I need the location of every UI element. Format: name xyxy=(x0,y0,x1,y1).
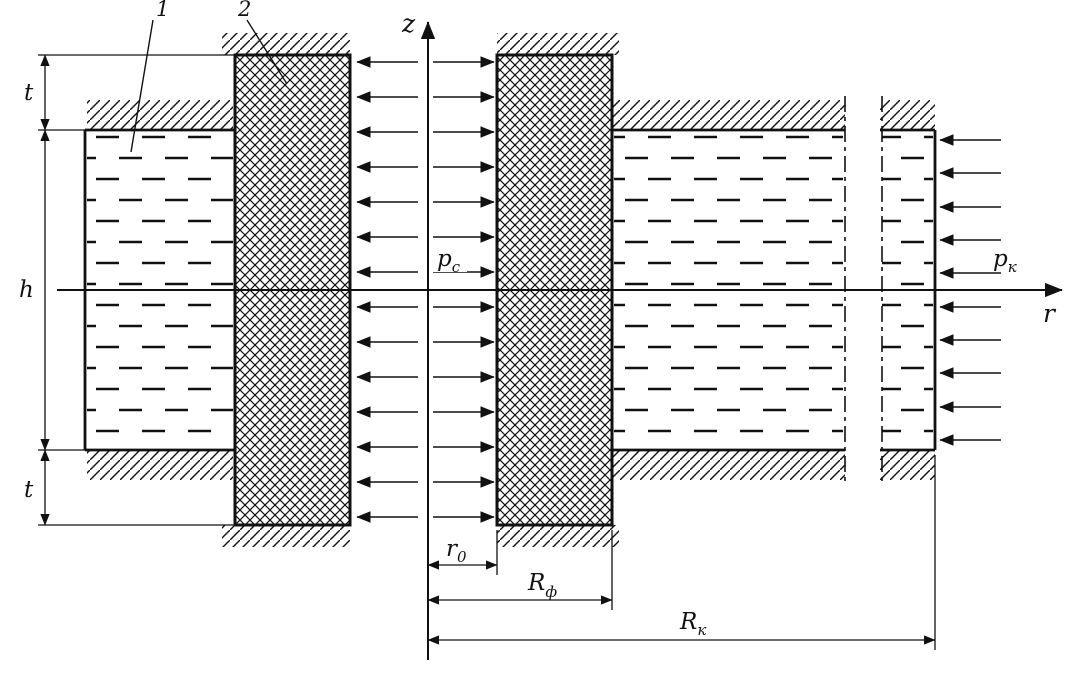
thickness-top-label: t xyxy=(24,80,34,106)
contour-radius-label: Rк xyxy=(679,609,706,639)
filter-radius-base: R xyxy=(527,570,545,596)
halo-p-reservoir xyxy=(988,245,1030,272)
callout-1-label: 1 xyxy=(156,0,169,21)
reservoir-pressure-sub: к xyxy=(1008,258,1017,276)
well-pressure-base: p xyxy=(437,246,452,272)
wall-hatch-right-top xyxy=(612,100,845,130)
well-pressure-label: pc xyxy=(437,246,461,276)
left-dimension-chain xyxy=(38,54,235,526)
well-radius-sub: 0 xyxy=(457,548,467,566)
reservoir-pressure-base: p xyxy=(993,246,1008,272)
contour-radius-base: R xyxy=(679,609,697,635)
r-axis-label: r xyxy=(1043,299,1057,328)
well-radius-label: r0 xyxy=(446,536,467,566)
leader-line-2 xyxy=(246,19,288,85)
wall-hatch-right-ceiling xyxy=(497,33,619,55)
contour-radius-sub: к xyxy=(697,621,706,639)
callout-2-label: 2 xyxy=(237,0,251,21)
filter-radius-sub: ф xyxy=(545,583,557,601)
reservoir-pressure-label: pк xyxy=(993,246,1017,276)
well-radius-base: r xyxy=(446,536,459,562)
callout-leaders xyxy=(130,19,288,153)
wall-hatch-left-top xyxy=(87,100,233,130)
wall-hatch-right-bottom-far xyxy=(880,450,935,480)
halo-p-well xyxy=(430,245,467,272)
wall-hatch-left-floor xyxy=(222,525,350,547)
leader-line-1 xyxy=(130,19,154,153)
wall-hatch-left-ceiling xyxy=(222,33,350,55)
wall-hatch-left-bottom xyxy=(87,450,233,480)
z-axis-label: z xyxy=(401,9,416,38)
filter-radius-label: Rф xyxy=(527,570,557,601)
radius-dimensions xyxy=(427,455,936,650)
well-pressure-sub: c xyxy=(452,258,461,276)
wall-hatch-right-top-far xyxy=(880,100,935,130)
thickness-bottom-label: t xyxy=(24,477,34,503)
wall-hatch-right-floor xyxy=(497,525,619,547)
height-label: h xyxy=(19,277,34,303)
wall-hatch-right-bottom xyxy=(612,450,845,480)
wall-hatch-regions xyxy=(87,33,935,547)
